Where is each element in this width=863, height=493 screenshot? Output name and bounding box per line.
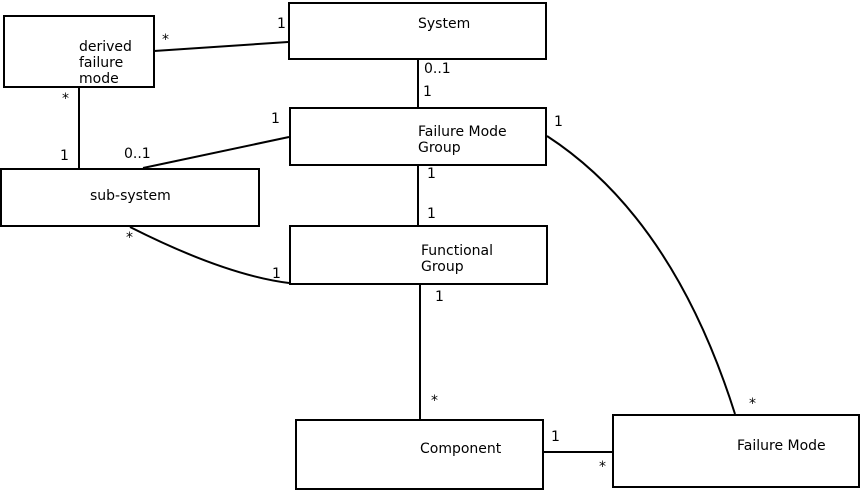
multiplicity-functional-group-component-src: 1 xyxy=(435,289,444,305)
node-label-failure-mode-group: Failure Mode Group xyxy=(418,124,507,156)
node-label-derived-failure-mode: derived failure mode xyxy=(79,39,132,87)
multiplicity-failure-mode-group-failure-mode-dst: * xyxy=(749,396,756,412)
edge-derived-failure-mode-system xyxy=(153,41,289,52)
node-sub-system xyxy=(0,168,260,227)
edge-sub-system-failure-mode-group xyxy=(142,136,290,169)
multiplicity-failure-mode-group-failure-mode-src: 1 xyxy=(554,114,563,130)
multiplicity-derived-failure-mode-system-src: * xyxy=(162,32,169,48)
multiplicity-component-failure-mode-dst: * xyxy=(599,459,606,475)
multiplicity-sub-system-functional-group-src: * xyxy=(126,230,133,246)
multiplicity-sub-system-failure-mode-group-dst: 1 xyxy=(271,111,280,127)
node-label-failure-mode: Failure Mode xyxy=(737,438,826,454)
node-functional-group xyxy=(289,225,548,285)
multiplicity-sub-system-functional-group-dst: 1 xyxy=(272,266,281,282)
edge-sub-system-functional-group xyxy=(129,226,290,284)
multiplicity-system-failure-mode-group-dst: 1 xyxy=(423,84,432,100)
node-label-functional-group: Functional Group xyxy=(421,243,494,275)
multiplicity-functional-group-component-dst: * xyxy=(431,393,438,409)
node-label-system: System xyxy=(418,16,471,32)
multiplicity-derived-failure-mode-sub-system-src: * xyxy=(62,91,69,107)
multiplicity-failure-mode-group-functional-group-dst: 1 xyxy=(427,206,436,222)
multiplicity-derived-failure-mode-sub-system-dst: 1 xyxy=(60,148,69,164)
node-failure-mode xyxy=(612,414,860,488)
node-label-component: Component xyxy=(420,441,502,457)
multiplicity-sub-system-failure-mode-group-src: 0..1 xyxy=(124,146,151,162)
multiplicity-system-failure-mode-group-src: 0..1 xyxy=(424,61,451,77)
node-system xyxy=(288,2,547,60)
node-component xyxy=(295,419,544,490)
node-label-sub-system: sub-system xyxy=(90,188,171,204)
multiplicity-derived-failure-mode-system-dst: 1 xyxy=(277,16,286,32)
node-derived-failure-mode xyxy=(3,15,155,88)
node-failure-mode-group xyxy=(289,107,547,166)
multiplicity-component-failure-mode-src: 1 xyxy=(551,429,560,445)
edge-failure-mode-group-failure-mode xyxy=(546,135,736,415)
multiplicity-failure-mode-group-functional-group-src: 1 xyxy=(427,166,436,182)
